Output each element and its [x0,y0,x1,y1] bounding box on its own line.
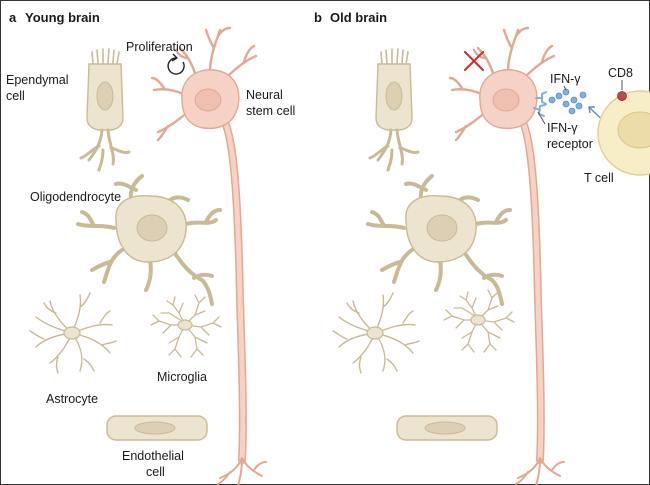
label-ependymal-line1: Ependymal [6,73,69,87]
t-cell [597,90,650,176]
label-ependymal-line2: cell [6,89,25,103]
label-neural-line2: stem cell [246,104,295,118]
panel-b-letter: b [314,10,322,25]
label-ifn-gamma: IFN-γ [550,72,581,86]
label-proliferation: Proliferation [126,40,193,54]
astrocyte-b [332,292,420,374]
proliferation-arrow-icon [167,53,185,75]
label-endothelial-line2: cell [146,465,165,479]
label-oligodendrocyte: Oligodendrocyte [30,190,121,204]
ifn-receptors [533,91,547,117]
label-ifn-receptor-line2: receptor [547,137,593,151]
ependymal-cell-a [79,47,131,172]
ependymal-cell-b [368,47,420,172]
label-neural-line1: Neural [246,88,283,102]
label-t-cell: T cell [584,171,614,185]
cd8-receptor [617,80,627,101]
label-endothelial-line1: Endothelial [122,449,184,463]
ifn-gamma-leader [563,85,567,91]
ifn-gamma-molecules [548,88,587,115]
label-cd8: CD8 [608,66,633,80]
endothelial-cell-a [106,415,208,441]
oligodendrocyte-b [366,174,512,306]
label-astrocyte: Astrocyte [46,392,98,406]
panel-b-title: Old brain [330,10,387,25]
label-ifn-receptor-line1: IFN-γ [547,121,578,135]
panel-a-title: Young brain [25,10,100,25]
panel-a-letter: a [9,10,17,25]
ifn-receptor-leader [537,111,546,125]
microglia-b [443,289,515,353]
label-microglia: Microglia [157,370,207,384]
inhibition-cross-icon [463,50,485,72]
astrocyte-a [29,292,117,374]
endothelial-cell-b [396,415,498,441]
